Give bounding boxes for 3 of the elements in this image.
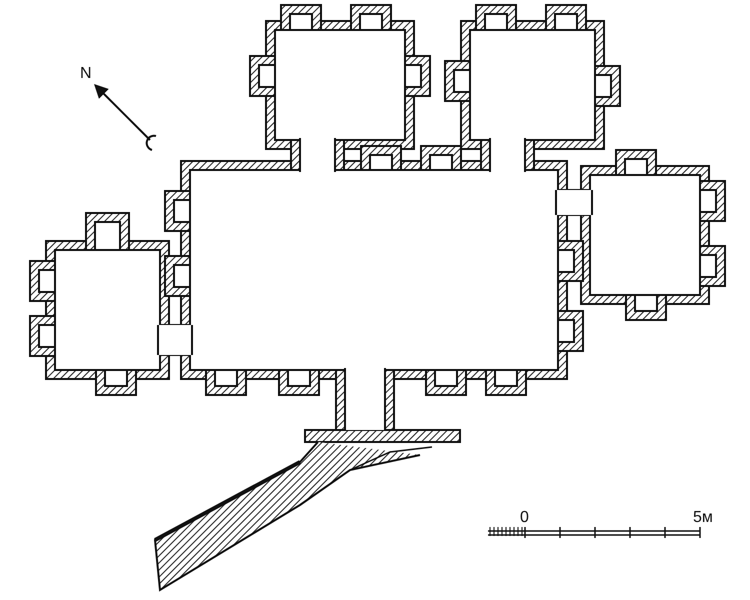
scale-label: 5м bbox=[693, 510, 713, 526]
north-label: N bbox=[80, 66, 92, 82]
scale-label: 0 bbox=[520, 510, 529, 526]
